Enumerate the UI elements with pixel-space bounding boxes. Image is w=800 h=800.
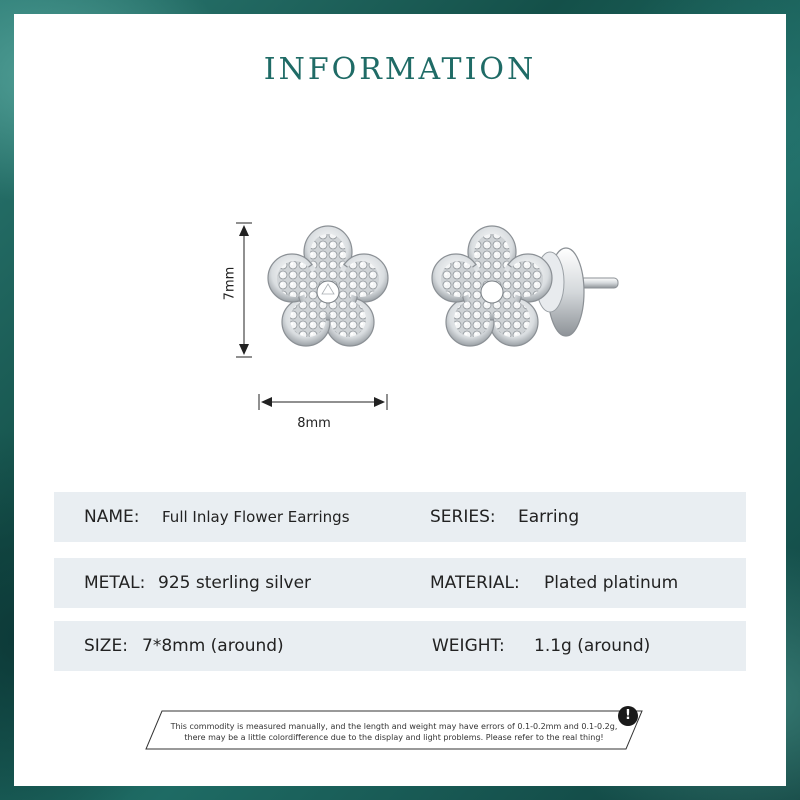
size-label: SIZE: <box>84 636 128 656</box>
notice-text: This commodity is measured manually, and… <box>164 721 624 743</box>
warning-icon: ! <box>618 706 638 726</box>
metal-value: 925 sterling silver <box>158 573 312 593</box>
page-title: INFORMATION <box>263 52 537 87</box>
weight-value: 1.1g (around) <box>534 636 651 656</box>
notice-line-1: This commodity is measured manually, and… <box>170 722 618 731</box>
weight-label: WEIGHT: <box>432 636 505 656</box>
spec-row-size: SIZE: 7*8mm (around) WEIGHT: 1.1g (aroun… <box>54 621 746 671</box>
name-label: NAME: <box>84 507 140 527</box>
material-label: MATERIAL: <box>430 573 520 593</box>
height-dimension-arrow <box>236 222 252 358</box>
series-label: SERIES: <box>430 507 496 527</box>
notice-frame <box>145 710 643 750</box>
width-label: 8mm <box>297 416 331 431</box>
width-dimension-arrow <box>258 394 388 410</box>
series-value: Earring <box>518 507 580 527</box>
spec-row-name: NAME: Full Inlay Flower Earrings SERIES:… <box>54 492 746 542</box>
flower-earring-side-image <box>431 225 619 347</box>
material-value: Plated platinum <box>544 573 679 593</box>
height-label: 7mm <box>222 266 238 301</box>
flower-earring-front-image <box>267 225 389 347</box>
info-card: INFORMATION 7mm 8mm <box>14 14 786 786</box>
spec-row-metal: METAL: 925 sterling silver MATERIAL: Pla… <box>54 558 746 608</box>
size-value: 7*8mm (around) <box>142 636 284 656</box>
name-value: Full Inlay Flower Earrings <box>162 508 350 526</box>
metal-label: METAL: <box>84 573 146 593</box>
notice-line-2: there may be a little colordifference du… <box>184 733 604 742</box>
